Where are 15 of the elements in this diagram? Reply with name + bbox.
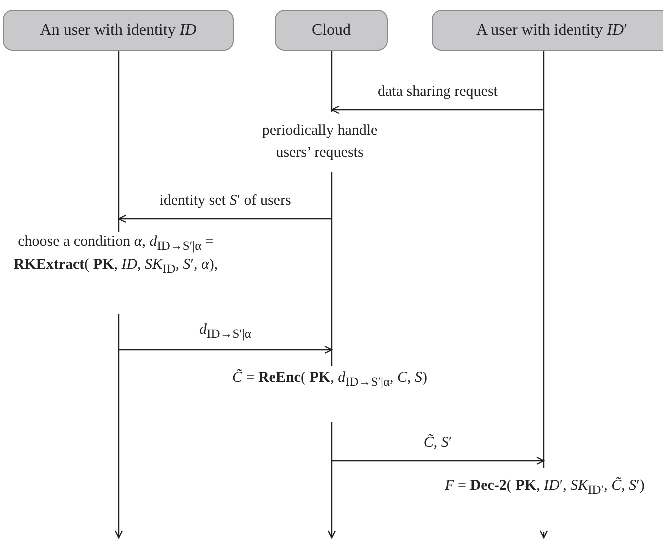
participant-box: An user with identity ID: [3, 10, 234, 51]
edge-label: d$_{ID→S′|α}$: [200, 322, 252, 342]
edge-label: C̃, S′: [424, 435, 452, 452]
process-text: choose a condition α, d$_{ID→S′|α}$ = RKExtract( PK, ID, SK$_{ID}$, S′, α),: [12, 233, 220, 278]
process-text: F = Dec-2( PK, ID′, SK$_{ID′}$, C̃, S′): [444, 476, 646, 499]
participant-box: Cloud: [275, 10, 388, 51]
process-text: periodically handle users’ requests: [261, 122, 379, 163]
message-arrow: [331, 106, 544, 114]
message-arrow: [332, 456, 545, 466]
participant-box: A user with identity ID′: [432, 10, 663, 51]
edge-label: data sharing request: [378, 84, 498, 101]
message-arrow: [118, 214, 332, 224]
message-arrow: [119, 346, 333, 354]
process-text: C̃ = ReEnc( PK, d$_{ID→S′|α}$, C, S): [231, 368, 429, 391]
edge-label: identity set S′ of users: [160, 193, 292, 210]
